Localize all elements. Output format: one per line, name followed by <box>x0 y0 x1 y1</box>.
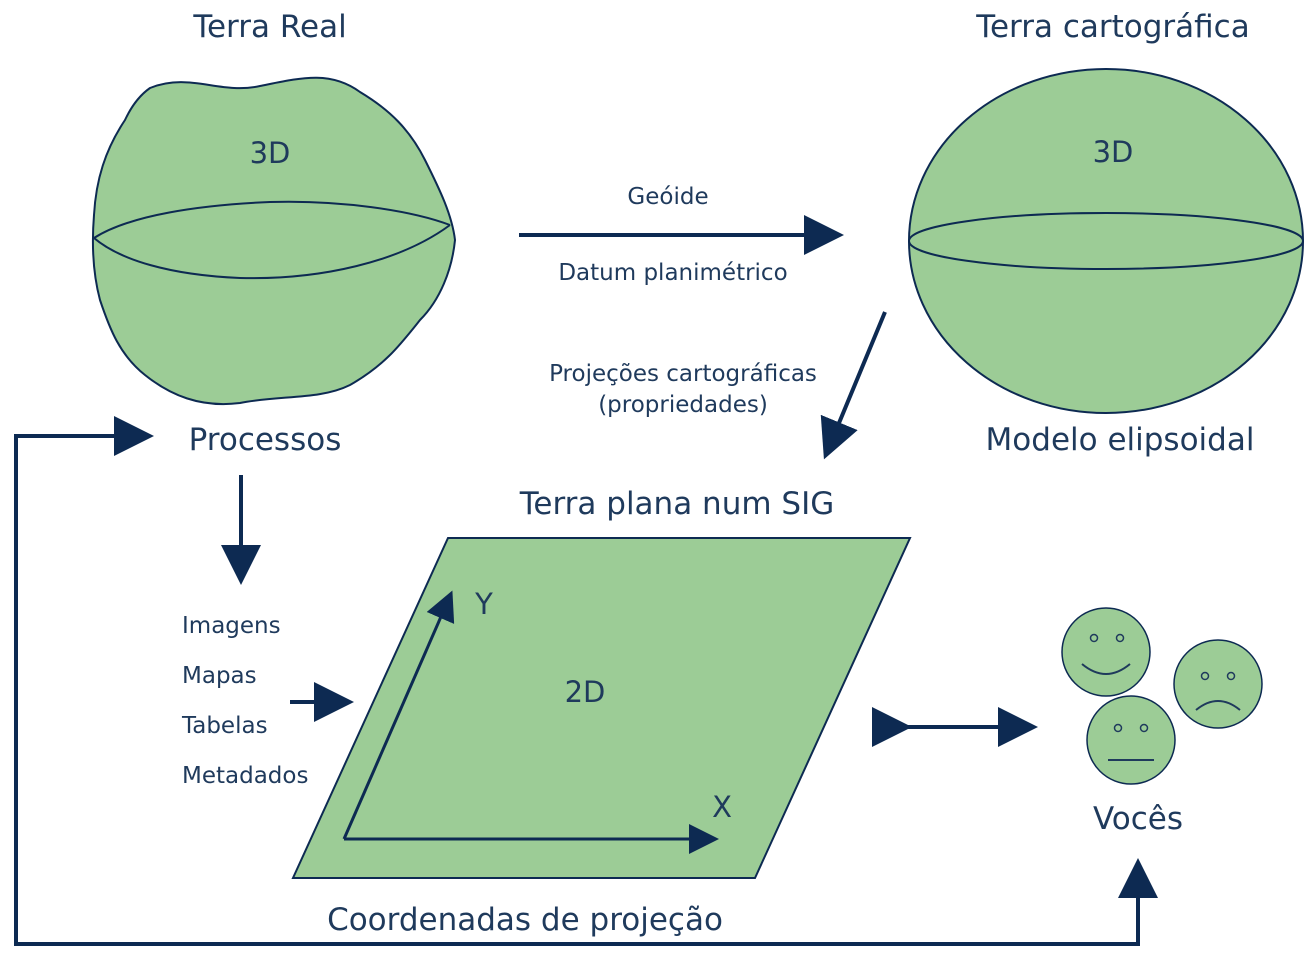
users-label: Vocês <box>1093 801 1183 837</box>
projection-coordinates-label: Coordenadas de projeção <box>327 902 723 938</box>
smiley-sad-icon <box>1173 639 1263 729</box>
ellipsoid-model-label: Modelo elipsoidal <box>986 422 1255 458</box>
cartographic-earth-title: Terra cartográfica <box>975 9 1249 45</box>
processes-label: Processos <box>189 422 342 458</box>
flat-earth-title: Terra plana num SIG <box>519 486 835 522</box>
list-item: Mapas <box>182 663 257 689</box>
inputs-list: Imagens Mapas Tabelas Metadados <box>181 613 308 789</box>
x-axis-label: X <box>712 790 732 824</box>
list-item: Metadados <box>182 763 308 789</box>
smiley-neutral-icon <box>1086 695 1176 785</box>
real-earth-shape <box>91 76 457 406</box>
list-item: Imagens <box>182 613 281 639</box>
y-axis-label: Y <box>474 587 493 621</box>
real-earth-title: Terra Real <box>192 9 346 45</box>
projection-label-line1: Projeções cartográficas <box>549 361 817 387</box>
geoid-label: Geóide <box>627 184 708 210</box>
projection-arrow <box>820 311 887 460</box>
list-item: Tabelas <box>181 713 268 739</box>
cartographic-earth-dimension: 3D <box>1093 135 1134 169</box>
smiley-happy-icon <box>1061 607 1151 697</box>
flat-earth-dimension: 2D <box>565 675 606 709</box>
datum-label: Datum planimétrico <box>558 260 787 286</box>
real-earth-dimension: 3D <box>250 136 291 170</box>
y-axis-arrow <box>342 590 455 840</box>
feedback-loop-line <box>14 434 1140 946</box>
ellipsoid-shape <box>908 68 1304 414</box>
projection-label-line2: (propriedades) <box>598 392 768 418</box>
